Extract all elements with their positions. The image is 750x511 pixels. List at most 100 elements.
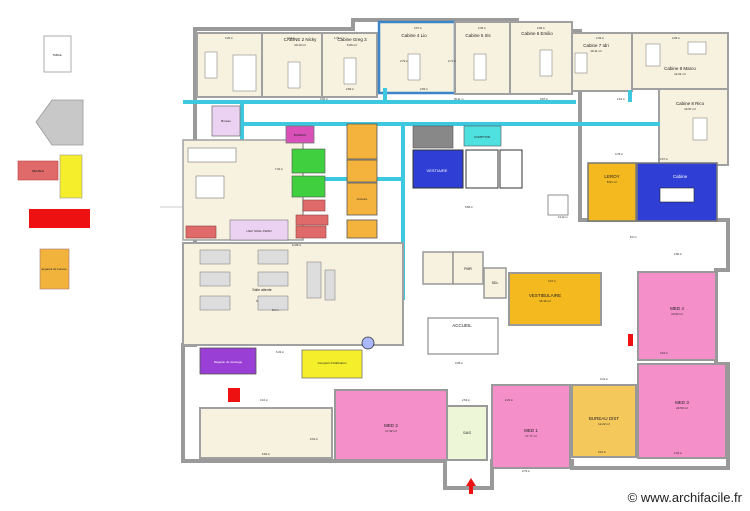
dim-label: 2.67 m	[660, 157, 668, 161]
legend-orange-box	[39, 248, 70, 290]
dim-label: 3.71 m	[448, 59, 456, 63]
f-table-white	[187, 147, 237, 163]
legend-grey-box	[43, 35, 72, 73]
f-orange-stack	[346, 123, 378, 160]
f-magenta	[285, 125, 315, 144]
room-cabine-blue-name: Cabine	[673, 174, 688, 179]
room-med-3-area: 22.53 m²	[676, 406, 688, 410]
room-cabine-7-name: Cabine 7 Idri	[583, 43, 609, 48]
room-med-4-name: MED 4	[670, 306, 684, 311]
legend-red-box	[17, 160, 59, 181]
room-med-2-name: MED 1	[524, 428, 538, 433]
room-cabine-8-rico-name: Cabine 8 Rico	[676, 101, 705, 106]
room-wc-3	[422, 251, 454, 285]
room-sas	[446, 405, 488, 461]
room-cabine-greg-name: Cabine Greg 3	[337, 37, 367, 42]
dim-label: 3.67 m	[414, 26, 422, 30]
f-cuisine-label: LIEU SOAL KWAN	[246, 229, 271, 233]
room-salle-attente-name: Salle attente	[252, 288, 272, 292]
dim-label: 3.79 m	[522, 469, 530, 473]
dim-label: 2.39 m	[596, 36, 604, 40]
room-vestibulaire	[508, 272, 602, 326]
f-cyan-label: COMPTOIR	[474, 135, 491, 139]
room-bureau-dist	[571, 384, 637, 458]
room-cabine-8-marco-area: 12.21 m²	[674, 72, 686, 76]
room-vestiaire-name: VESTIAIRE	[427, 168, 448, 173]
watermark: © www.archifacile.fr	[627, 490, 742, 505]
legend-yellow-box	[59, 154, 83, 199]
dim-label: 9.87 m	[540, 97, 548, 101]
dim-label: 4.09 m	[672, 36, 680, 40]
room-leroy-name: LEROY	[604, 174, 619, 179]
room-vestiaire	[412, 149, 464, 189]
f-red-small-2	[302, 199, 326, 212]
dim-label: 1.79 m	[334, 36, 342, 40]
f-red-small-4	[295, 225, 327, 239]
dim-label: 3.60 m	[320, 97, 328, 101]
fire-extinguisher-icon	[628, 334, 633, 346]
room-cabine-2-area: 10.13 m²	[294, 43, 306, 47]
room-med-4-area: 19.63 m²	[671, 312, 683, 316]
dim-label: 3.31 m	[600, 377, 608, 381]
legend-red-wide	[29, 209, 90, 228]
room-pmr	[452, 251, 484, 285]
dim-label: 3.10 m	[260, 398, 268, 402]
dim-label: 2.35 m	[478, 26, 486, 30]
f-table-white-2	[195, 175, 225, 199]
f-purple-dark-label: Magasin de stockage	[214, 360, 243, 364]
room-med-3	[637, 363, 727, 459]
room-bureau-dist-area: 12.22 m²	[598, 422, 610, 426]
room-med-2-area: 17.77 m²	[525, 434, 537, 438]
f-magenta-label: BUREAU	[294, 133, 307, 137]
f-orange-2-label: Armoire	[357, 197, 368, 201]
dim-label: 6.33 m	[276, 350, 284, 354]
dim-label: 3.20 m	[225, 36, 233, 40]
dim-label: 2.63 m	[462, 398, 470, 402]
room-med-3-name: MED 3	[675, 400, 689, 405]
room-pmr-name: PMR	[464, 267, 472, 271]
f-red-small-3	[295, 214, 329, 226]
room-cabine-8-marco-name: Cabine 8 Marco	[664, 66, 696, 71]
dim-label: 13.14 m	[558, 215, 567, 219]
dim-label: 6.84 m	[262, 452, 270, 456]
room-cabine-7-area: 10.11 m²	[590, 49, 602, 53]
room-med-4	[637, 271, 717, 361]
room-cabine-6-name: Cabine 6 Emilio	[521, 31, 553, 36]
room-vestibulaire-name: VESTIBULAIRE	[529, 293, 561, 298]
room-med-2	[491, 384, 571, 469]
dim-label: 2.82 m	[346, 87, 354, 91]
dim-label: 3.10 m	[598, 450, 606, 454]
room-sdl-name: SDL	[492, 281, 499, 285]
f-cyan	[463, 125, 502, 147]
room-cabine-2-name: CABINE 2 Nicky	[284, 37, 318, 42]
dim-label: 11.89 m	[292, 243, 301, 247]
room-bureau-dist-name: BUREAU DIST	[589, 416, 620, 421]
dim-label: 3.64 m	[660, 351, 668, 355]
dim-label: 5.86 m	[465, 205, 473, 209]
room-med-1-area: 17.32 m²	[385, 429, 397, 433]
room-cabine-greg-area: 6.66 m²	[347, 43, 357, 47]
dim-label: 2.80 m	[674, 252, 682, 256]
meeting-table	[659, 187, 695, 203]
legend-label: appareil de bureau	[41, 267, 66, 271]
dim-label: 3.78 m	[615, 152, 623, 156]
dim-label: 7.32 m	[275, 167, 283, 171]
room-accueil-name: ACCUEIL	[452, 323, 472, 328]
waiting-chairs	[199, 249, 336, 311]
dim-label: 2.84 m	[537, 26, 545, 30]
room-leroy	[587, 162, 637, 222]
f-orange-3	[346, 219, 378, 239]
room-sdl	[483, 267, 507, 299]
f-grey-dark	[412, 125, 454, 149]
plant-icon	[361, 336, 375, 350]
dim-label: 8.0 m	[630, 235, 637, 239]
room-cabine-8-rico-area: 10.97 m²	[684, 107, 696, 111]
f-purple-1	[211, 105, 241, 137]
room-bottom-left	[199, 407, 333, 459]
legend-label: MEUBLE	[32, 169, 44, 173]
room-vestibulaire-area: 15.16 m²	[539, 299, 551, 303]
f-red-chair	[228, 388, 240, 402]
f-green-2	[291, 175, 326, 198]
room-sas-name: SAS	[463, 430, 471, 435]
